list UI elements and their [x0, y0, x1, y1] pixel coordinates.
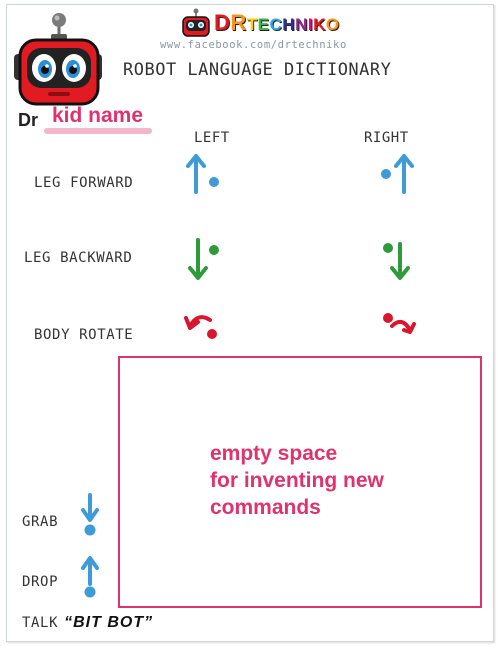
page-title: ROBOT LANGUAGE DICTIONARY	[123, 60, 392, 80]
brand-letter: K	[313, 15, 326, 34]
column-left: LEFT	[194, 130, 230, 146]
robot-logo-icon	[14, 13, 102, 106]
grab-icon	[81, 493, 99, 536]
kid-name-field: kid name	[52, 104, 144, 127]
box-note: empty space for inventing new commands	[210, 442, 384, 519]
row-leg-backward: LEG BACKWARD	[24, 250, 133, 266]
body-rotate-right-icon	[383, 313, 416, 334]
talk-phrase: “BIT BOT”	[64, 614, 154, 631]
brand-letter: I	[307, 15, 314, 34]
brand-letter: O	[325, 15, 340, 34]
brand-letter: D	[214, 10, 231, 35]
row-leg-forward: LEG FORWARD	[34, 175, 134, 191]
owner-prefix: Dr	[18, 110, 39, 130]
row-talk: TALK “BIT BOT”	[22, 614, 153, 632]
brand-robot-icon	[182, 8, 210, 37]
brand-letter: R	[230, 10, 247, 35]
leg-backward-left-icon	[188, 238, 219, 280]
new-commands-box	[118, 356, 482, 608]
column-right: RIGHT	[364, 130, 409, 146]
brand-letter: E	[257, 15, 270, 34]
brand-letter: N	[295, 15, 308, 34]
leg-forward-left-icon	[186, 154, 219, 194]
row-grab: GRAB	[22, 514, 59, 530]
brand-letter: H	[282, 15, 296, 34]
leg-forward-right-icon	[381, 154, 414, 194]
brand-name: DRTECHNIKO	[214, 10, 340, 36]
row-drop: DROP	[22, 574, 59, 590]
drop-icon	[81, 556, 99, 598]
brand-letter: T	[246, 15, 258, 34]
leg-backward-right-icon	[383, 242, 410, 280]
body-rotate-left-icon	[184, 315, 217, 339]
brand-url: www.facebook.com/drtechniko	[160, 39, 347, 51]
talk-label: TALK	[22, 615, 59, 631]
row-body-rotate: BODY ROTATE	[34, 327, 134, 343]
name-highlight	[44, 128, 152, 134]
brand-letter: C	[269, 15, 283, 34]
